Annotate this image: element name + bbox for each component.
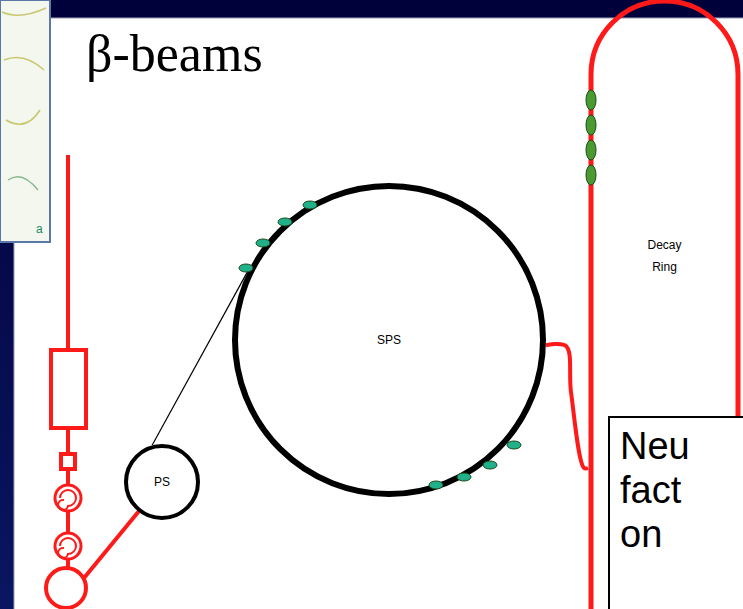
node-text: PS <box>124 475 200 489</box>
ion-bunch <box>239 264 253 272</box>
node-text: Neu fact on <box>620 424 720 556</box>
ion-bunch <box>586 90 596 110</box>
ion-bunch <box>256 239 270 247</box>
ps-ring: PS <box>124 444 200 520</box>
ion-bunch <box>278 218 292 226</box>
ion-bunch <box>586 115 596 135</box>
slide-panel <box>14 18 743 609</box>
callout-box: Neu fact on <box>608 416 743 609</box>
ion-bunch <box>586 165 596 185</box>
ion-bunch <box>303 201 317 209</box>
linac-chain <box>46 155 139 608</box>
node-text: Decay Ring <box>637 234 693 278</box>
corner-picture <box>0 0 50 242</box>
ion-bunch <box>586 140 596 160</box>
picture-label: a <box>36 222 43 236</box>
ion-bunch <box>429 481 443 489</box>
slide-title: β-beams <box>86 24 263 84</box>
ion-bunch <box>507 441 521 449</box>
sps-ring: SPS <box>232 183 546 497</box>
ion-bunch <box>457 473 471 481</box>
ion-bunch <box>483 461 497 469</box>
node-text: SPS <box>232 333 546 347</box>
transfer-line <box>546 344 588 469</box>
